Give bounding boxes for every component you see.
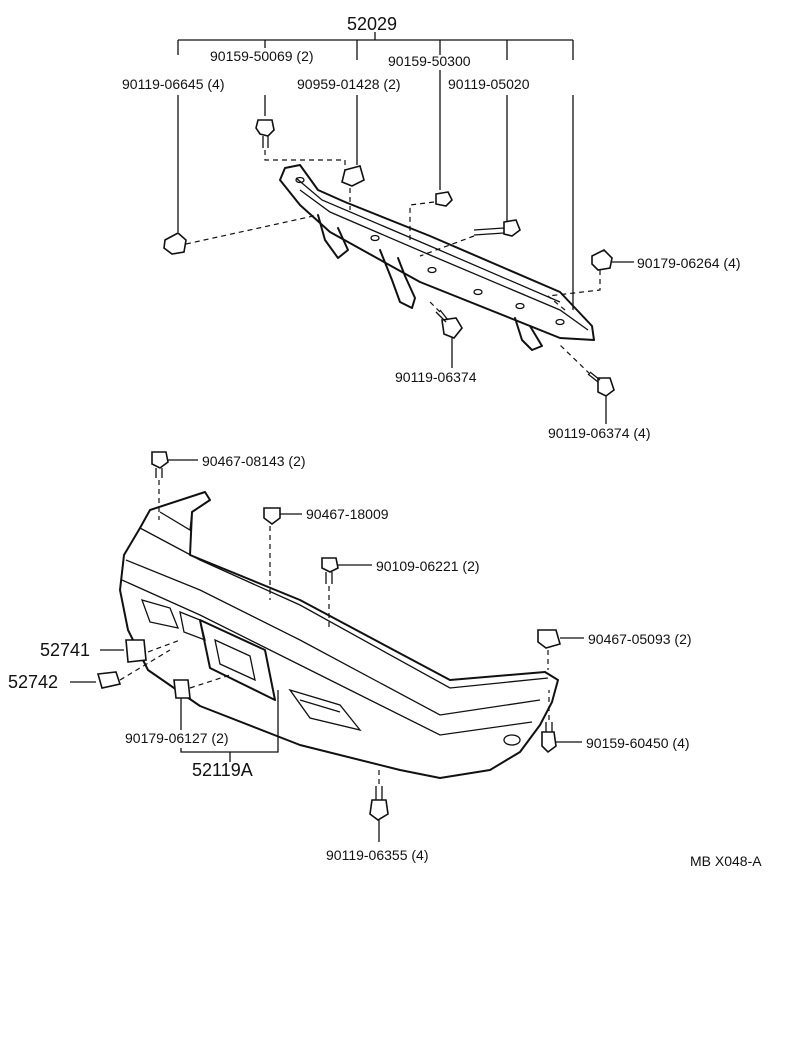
label-90179-06264: 90179-06264 (4) (637, 255, 741, 271)
label-90119-06374-center: 90119-06374 (395, 369, 477, 385)
fastener-90119-06374-right (559, 344, 615, 424)
label-90109-06221: 90109-06221 (2) (376, 558, 480, 574)
bumper-reinforcement (279, 164, 595, 351)
group-bracket-52029 (177, 32, 574, 60)
fastener-90179-06127 (173, 674, 231, 730)
label-90119-05020: 90119-05020 (448, 76, 530, 92)
label-90159-50300: 90159-50300 (388, 53, 471, 69)
fastener-90119-06645 (163, 95, 319, 255)
label-90159-50069: 90159-50069 (2) (210, 48, 314, 64)
label-90119-06645: 90119-06645 (4) (122, 76, 224, 92)
part-52741 (100, 639, 181, 663)
label-90119-06355: 90119-06355 (4) (326, 847, 428, 863)
group-bracket-52119A (180, 690, 279, 762)
fastener-right-bolt (547, 95, 574, 311)
fastener-90959-01428 (341, 95, 365, 210)
label-90467-18009: 90467-18009 (306, 506, 389, 522)
fastener-90179-06264 (547, 249, 634, 297)
fastener-90159-50069 (255, 95, 346, 175)
fastener-90467-18009 (263, 507, 302, 600)
label-90467-08143: 90467-08143 (2) (202, 453, 306, 469)
label-90159-60450: 90159-60450 (4) (586, 735, 690, 751)
fastener-90119-06355 (369, 770, 389, 842)
fastener-90159-50300 (409, 70, 453, 240)
fastener-90467-05093 (537, 629, 584, 670)
label-52742: 52742 (8, 672, 58, 692)
label-52029: 52029 (347, 14, 397, 34)
fastener-90467-08143 (151, 451, 198, 520)
fastener-90159-60450 (541, 690, 582, 754)
fastener-90109-06221 (321, 557, 372, 630)
label-52741: 52741 (40, 640, 90, 660)
label-90179-06127: 90179-06127 (2) (125, 730, 229, 746)
label-90959-01428: 90959-01428 (2) (297, 76, 401, 92)
diagram-code: MB X048-A (690, 853, 762, 869)
fastener-90119-05020 (419, 95, 521, 257)
label-90467-05093: 90467-05093 (2) (588, 631, 692, 647)
bumper-cover (119, 491, 559, 779)
fastener-90119-06374-center (427, 299, 463, 368)
part-52742 (70, 649, 171, 689)
label-52119A: 52119A (192, 760, 253, 780)
label-90119-06374-right: 90119-06374 (4) (548, 425, 650, 441)
